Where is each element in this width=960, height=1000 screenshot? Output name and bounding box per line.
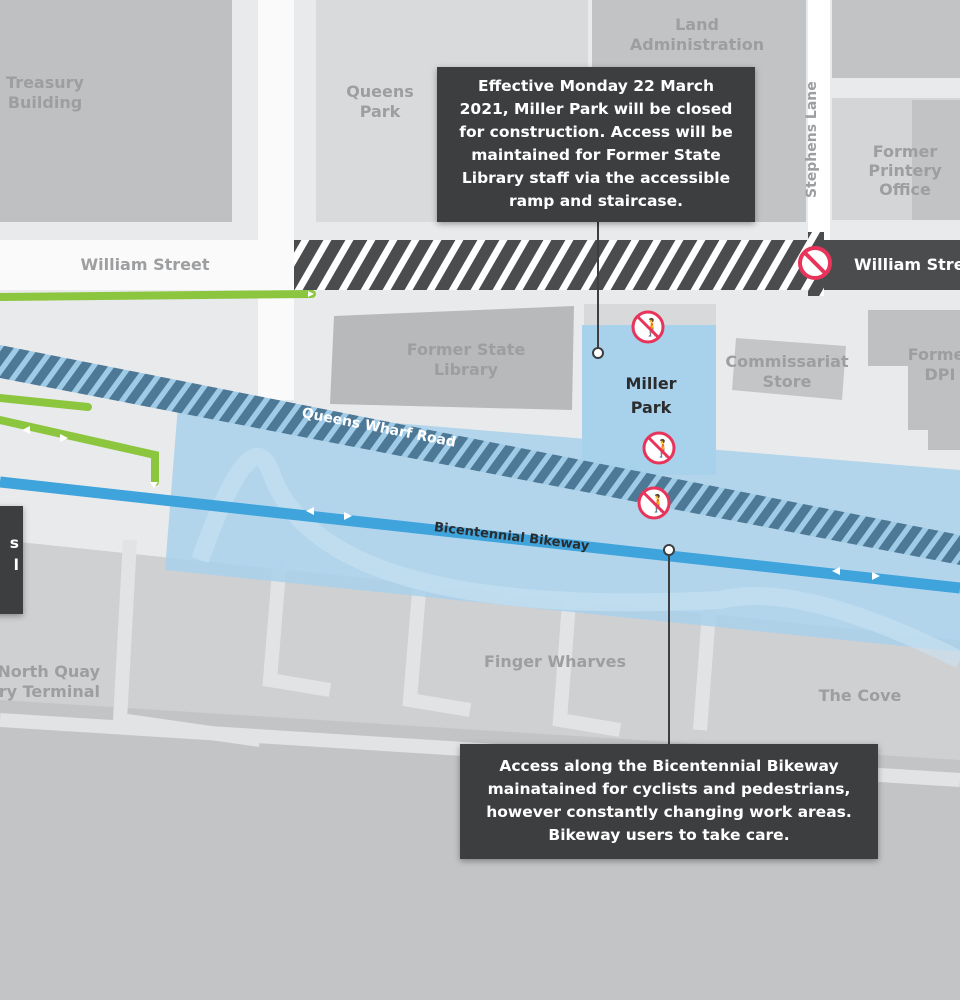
svg-text:🚶: 🚶 (653, 438, 674, 459)
wharf-area (0, 540, 960, 760)
william-street-road (0, 240, 294, 290)
no-pedestrian-icon: 🚶 (637, 486, 671, 520)
stephens-lane-road (808, 0, 830, 240)
label-former-state-library: Former State Library (406, 340, 526, 379)
label-miller-park: Miller Park (625, 374, 677, 417)
road-closed-icon (798, 246, 832, 280)
william-street-closed (810, 240, 960, 290)
svg-text:🚶: 🚶 (642, 317, 663, 338)
no-pedestrian-icon: 🚶 (631, 310, 665, 344)
label-commissariat: Commissariat Store (725, 352, 849, 391)
label-land-admin: Land Administration (629, 15, 765, 54)
pedestrian-paths (0, 290, 316, 486)
label-stephens-lane: Stephens Lane (804, 81, 820, 198)
svg-text:🚶: 🚶 (648, 493, 669, 514)
callout-bikeway-notice: Access along the Bicentennial Bikeway ma… (460, 744, 878, 859)
printery-core (912, 100, 960, 220)
former-dpi-building (868, 310, 960, 450)
callout-miller-park-notice: Effective Monday 22 March 2021, Miller P… (437, 67, 755, 222)
leader-dot (592, 347, 604, 359)
commissariat-building (732, 338, 846, 400)
no-pedestrian-icon: 🚶 (642, 431, 676, 465)
label-finger-wharves: Finger Wharves (483, 652, 627, 671)
label-william-street-east: William Street (854, 255, 960, 274)
label-queens-park: Queens Park (346, 82, 414, 121)
treasury-building (0, 0, 232, 222)
label-former-printery: Former Printery Office (868, 142, 942, 199)
building-ne (832, 0, 960, 78)
bikeway-line (0, 476, 960, 594)
construction-curve (191, 447, 960, 669)
label-william-street-west: William Street (80, 255, 210, 274)
leader-dot (663, 544, 675, 556)
william-street-closed-hatch (294, 240, 810, 290)
callout-left-partial: s l (0, 506, 23, 614)
former-state-library-building (330, 306, 574, 410)
two-way-arrow-icon (22, 291, 880, 580)
label-former-dpi: Former DPI (907, 345, 960, 384)
label-treasury: Treasury Building (6, 73, 84, 112)
label-the-cove: The Cove (818, 686, 902, 705)
queens-wharf-road (0, 345, 960, 565)
vertical-road (258, 0, 294, 400)
label-north-quay: North Quay Ferry Terminal (0, 662, 100, 701)
